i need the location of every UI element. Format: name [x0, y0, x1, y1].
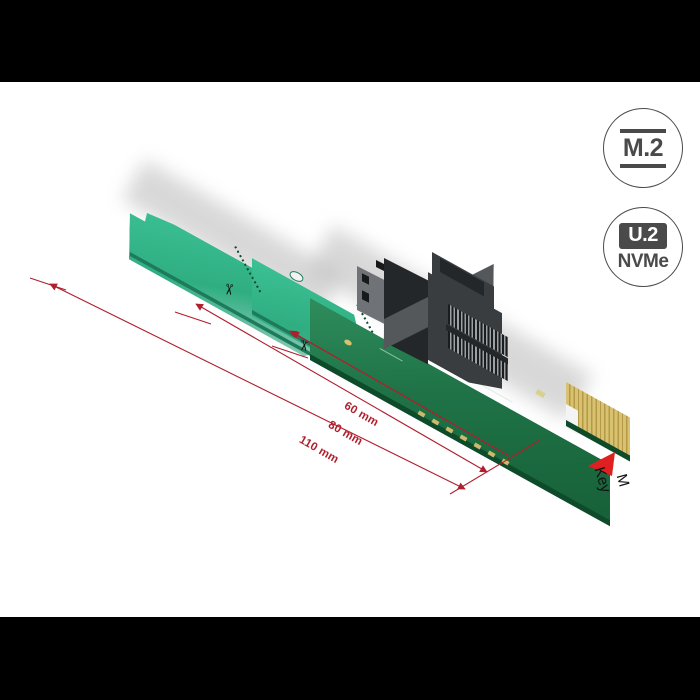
u2-nvme-badge: U.2 NVMe [603, 207, 683, 287]
scissors-icon-1: ✂ [219, 282, 238, 297]
letterbox-top [0, 0, 700, 82]
letterbox-bottom [0, 617, 700, 700]
nvme-badge-label: NVMe [617, 251, 669, 272]
m2-rule-top [620, 128, 666, 133]
scissors-icon-2: ✂ [294, 338, 313, 353]
m2-rule-bottom [620, 163, 666, 168]
product-photo: ✂ ✂ [0, 82, 700, 617]
m2-badge: M.2 [603, 108, 683, 188]
key-m-arrow-icon [588, 452, 615, 476]
m2-badge-label: M.2 [622, 133, 664, 162]
u2-badge-label: U.2 [619, 223, 667, 249]
adapter-board-assembly [0, 82, 700, 617]
